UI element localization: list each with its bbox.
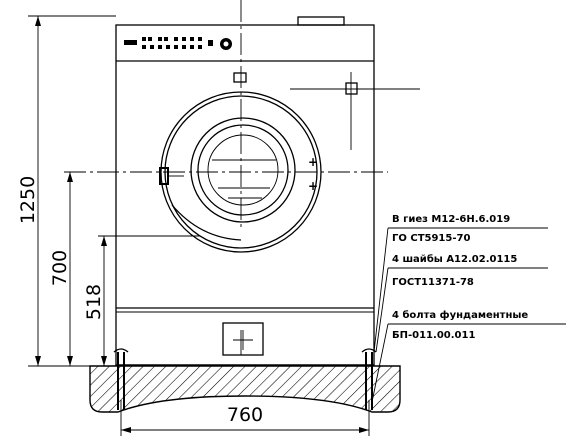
dim-height-base: 518 — [83, 284, 105, 320]
note-3-line1: 4 болта фундаментные — [392, 309, 528, 321]
note-2-line1: 4 шайбы А12.02.0115 — [392, 253, 517, 265]
fastener-mark — [290, 72, 420, 150]
note-1-line1: В гиез М12-6Н.6.019 — [392, 214, 510, 225]
service-hatch — [222, 322, 264, 356]
dimension-700: 700 — [49, 172, 73, 366]
dim-height-total: 1250 — [17, 176, 39, 224]
door-assembly: + + — [159, 72, 322, 253]
detergent-lid — [297, 16, 345, 26]
note-1-line2: ГО СТ5915-70 — [392, 233, 470, 244]
machine-body — [115, 16, 375, 366]
dim-width-base: 760 — [227, 404, 263, 426]
dim-height-axis: 700 — [49, 250, 71, 286]
door-latch — [233, 72, 247, 83]
note-3-line2: БП-011.00.011 — [392, 330, 475, 341]
foundation-base — [89, 348, 401, 413]
dimension-518: 518 — [83, 235, 200, 366]
dimension-1250: 1250 — [17, 15, 116, 367]
screw-mark-top: + — [308, 155, 318, 169]
note-2-line2: ГОСТ11371-78 — [392, 277, 474, 288]
screw-mark-bottom: + — [308, 179, 318, 193]
dimension-760: 760 — [120, 400, 370, 436]
control-panel — [124, 37, 232, 50]
leader-notes: В гиез М12-6Н.6.019 ГО СТ5915-70 4 шайбы… — [371, 214, 566, 403]
